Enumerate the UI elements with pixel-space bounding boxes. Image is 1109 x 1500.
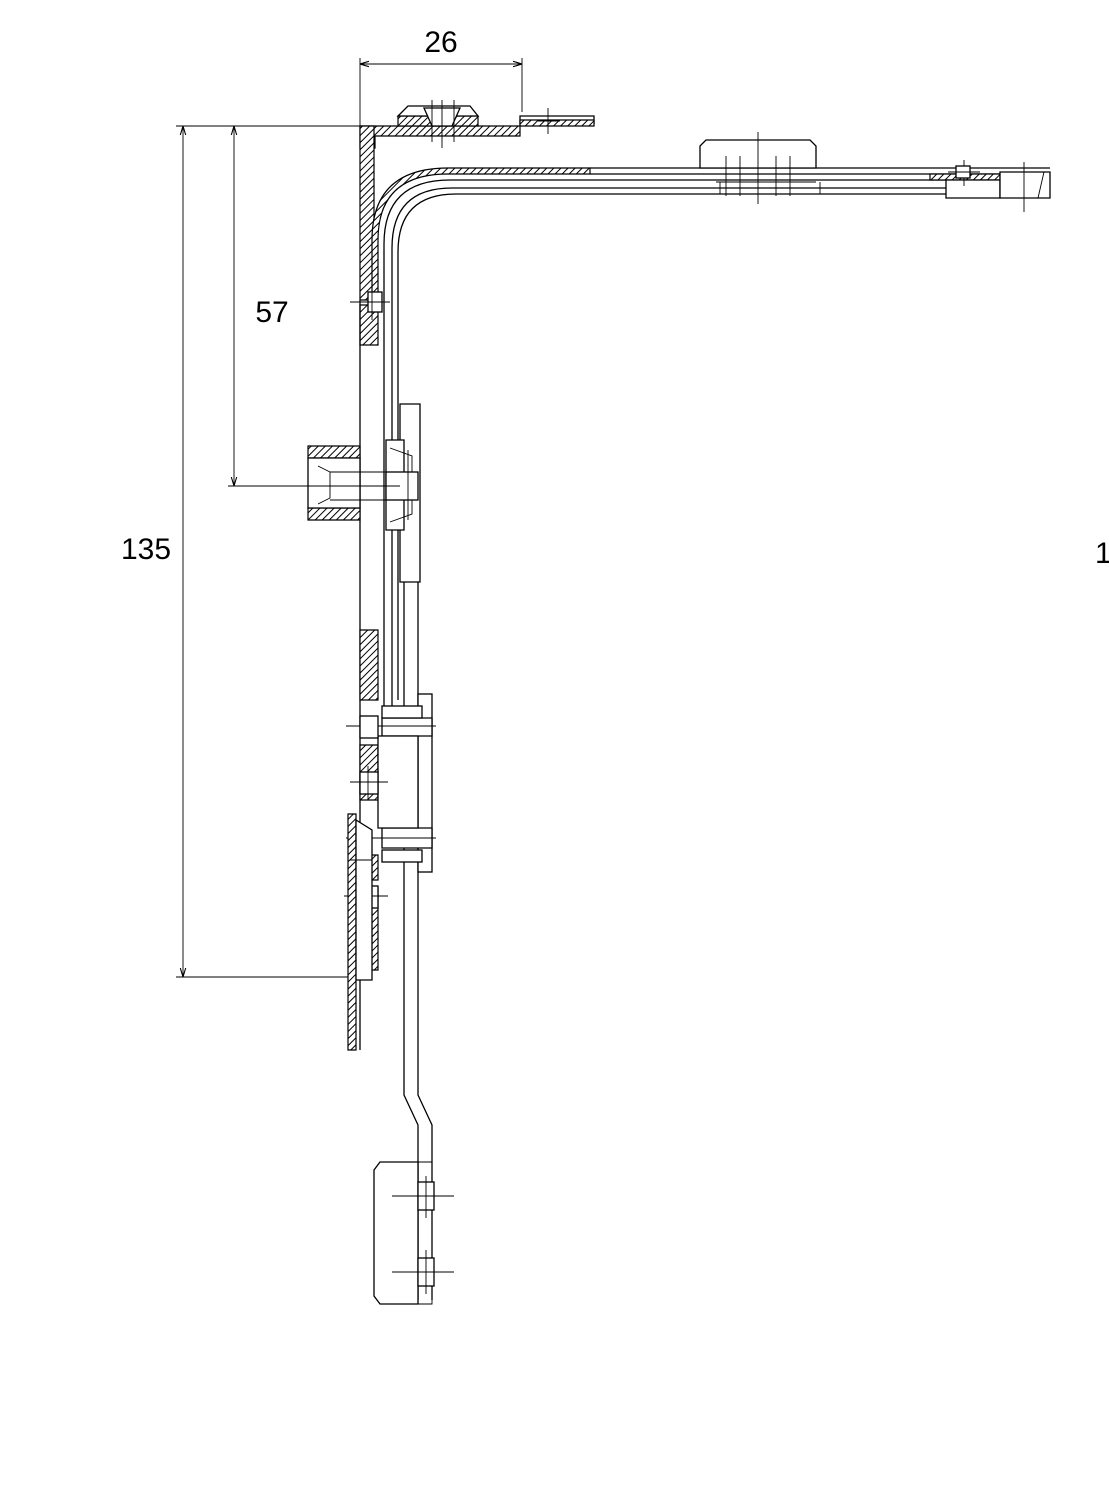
dimension-height-upper: 57 [228,125,362,487]
corner-bracket [359,100,595,346]
corner-guide-rail [371,167,1050,301]
top-end-fitting [929,160,1051,212]
middle-pivot-assembly [294,403,421,583]
dimension-label-26: 26 [424,26,457,59]
dimension-height-total: 135 [121,125,362,978]
dimension-label-57: 57 [255,296,288,329]
lower-left-plate [347,813,373,1051]
dimension-label-135: 135 [121,533,171,566]
dimension-width-top: 26 [359,26,523,128]
top-carriage-block [699,132,821,204]
lower-arm [373,1085,454,1305]
edge-label: 1 [1095,537,1109,570]
